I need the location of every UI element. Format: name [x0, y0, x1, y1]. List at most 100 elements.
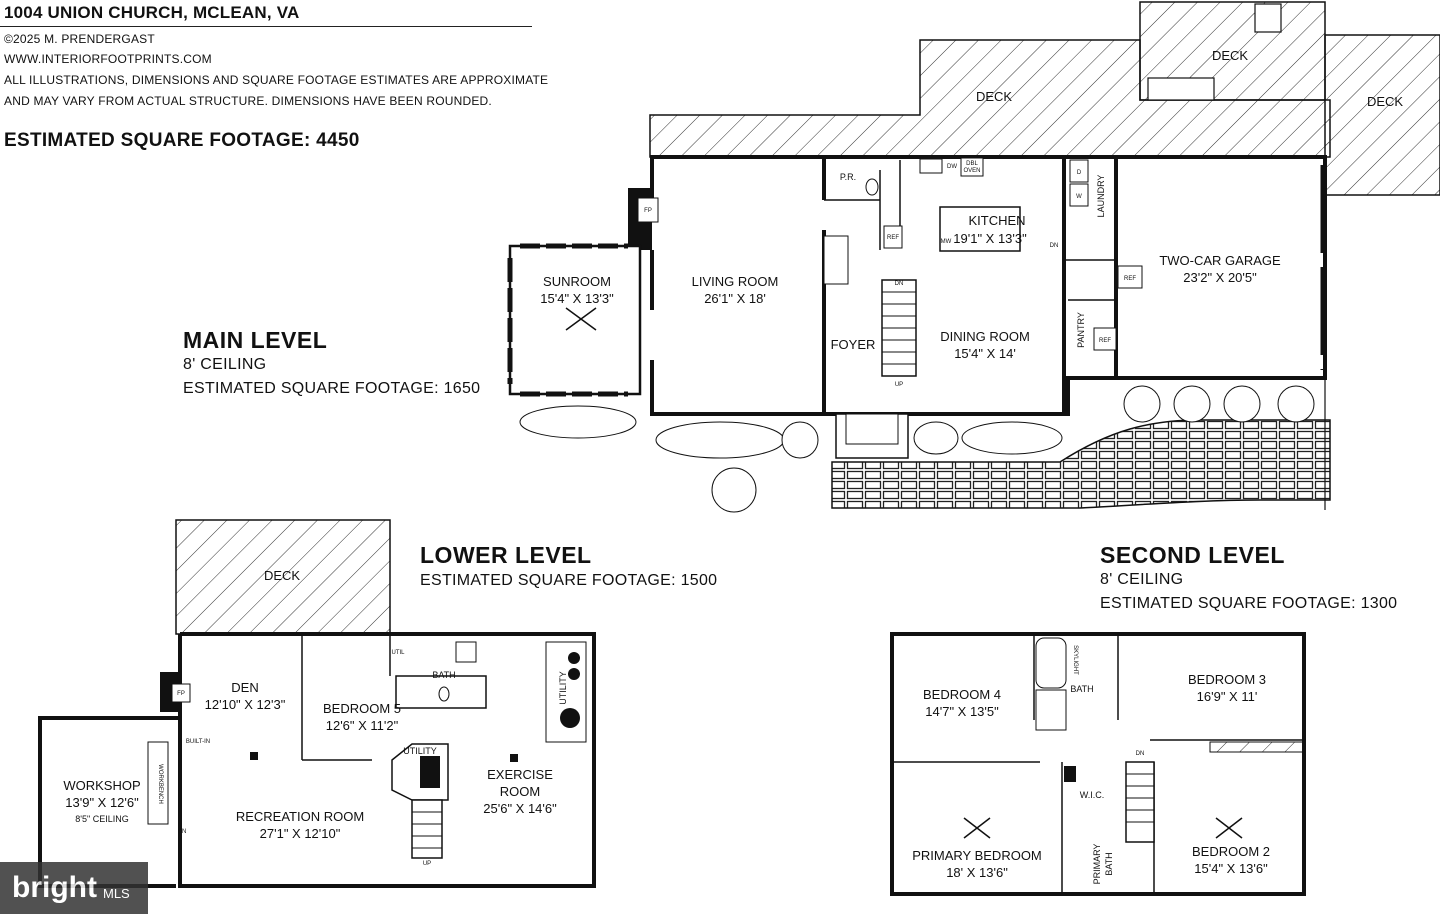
deck-label-3: DECK: [1367, 94, 1403, 109]
util-label: UTIL: [391, 650, 405, 656]
property-address-title: 1004 UNION CHURCH, MCLEAN, VA: [4, 3, 300, 22]
bedroom2-dims: 15'4" X 13'6": [1194, 861, 1268, 876]
kitchen-dims: 19'1" X 13'3": [953, 231, 1027, 246]
recreation-dims: 27'1" X 12'10": [260, 826, 341, 841]
mw-label: MW: [941, 239, 952, 245]
bedroom4-name: BEDROOM 4: [923, 687, 1001, 702]
second-outer-walls: [890, 632, 1306, 896]
ceiling-fan-icon: [565, 307, 597, 331]
deck-stair-upper: [1254, 3, 1282, 33]
landscaping-shrubs: [519, 385, 1315, 513]
bedroom3-name: BEDROOM 3: [1188, 672, 1266, 687]
lower-stairs: [411, 799, 443, 859]
sunroom-name: SUNROOM: [543, 274, 611, 289]
sunroom-walls: [508, 244, 642, 396]
second-level-sqft: ESTIMATED SQUARE FOOTAGE: 1300: [1100, 595, 1398, 612]
lower-level-title: LOWER LEVEL: [420, 542, 592, 568]
second-fan-icons: [963, 817, 1243, 839]
builtin-label: BUILT-IN: [186, 739, 210, 745]
ref-label-kitchen: REF: [887, 235, 899, 241]
ref-label-pantry: REF: [1099, 338, 1111, 344]
lower-level-plan: DECK FP BUILT-IN BATH UTIL UTILITY UP UT…: [38, 519, 596, 888]
washer-label: W: [1076, 194, 1082, 200]
logo-sub-text: MLS: [102, 885, 130, 901]
main-deck-right: [1324, 34, 1440, 196]
wic-label: W.I.C.: [1080, 790, 1105, 800]
second-bath-label: BATH: [1070, 684, 1093, 694]
dryer-label: D: [1077, 170, 1082, 176]
dn-label-kitchen: DN: [1050, 243, 1059, 249]
primary-bath-label-1: PRIMARY: [1092, 844, 1102, 885]
kitchen-island: [939, 206, 1021, 252]
dining-room-dims: 15'4" X 14': [954, 346, 1016, 361]
brick-walkway: [831, 419, 1331, 509]
kitchen-name: KITCHEN: [968, 213, 1025, 228]
second-level-ceiling: 8' CEILING: [1100, 571, 1184, 588]
deck-label-1: DECK: [976, 89, 1012, 104]
garage-name: TWO-CAR GARAGE: [1159, 253, 1281, 268]
second-level-title: SECOND LEVEL: [1100, 542, 1285, 568]
workshop-name: WORKSHOP: [63, 778, 140, 793]
bedroom3-dims: 16'9" X 11': [1197, 689, 1258, 704]
copyright-text: ©2025 M. PRENDERGAST: [4, 32, 155, 46]
workbench-label: WORKBENCH: [157, 764, 163, 804]
deck-steps: [1147, 77, 1215, 101]
dw-label: DW: [947, 164, 957, 170]
utility-center-label: UTILITY: [403, 746, 437, 756]
main-level-title: MAIN LEVEL: [183, 327, 328, 353]
garage-dims: 23'2" X 20'5": [1183, 270, 1257, 285]
logo-main-text: bright: [12, 871, 97, 904]
laundry-label: LAUNDRY: [1096, 175, 1106, 218]
main-stair-up: UP: [895, 382, 903, 388]
bedroom2-name: BEDROOM 2: [1192, 844, 1270, 859]
disclaimer-line-2: AND MAY VARY FROM ACTUAL STRUCTURE. DIME…: [4, 94, 492, 108]
lower-bath-label: BATH: [432, 670, 455, 680]
primary-bath-label-2: BATH: [1104, 852, 1114, 875]
primary-bedroom-dims: 18' X 13'6": [946, 865, 1008, 880]
deck-label-2: DECK: [1212, 48, 1248, 63]
main-level-plan: DECK DECK DECK FP SUNROOM 15'4" X 13'3": [507, 1, 1440, 513]
living-room-dims: 26'1" X 18': [704, 291, 766, 306]
exercise-name-1: EXERCISE: [487, 767, 553, 782]
bedroom5-dims: 12'6" X 11'2": [326, 718, 399, 733]
dbl-oven-label-2: OVEN: [963, 168, 980, 174]
exercise-name-2: ROOM: [500, 784, 540, 799]
primary-bedroom-name: PRIMARY BEDROOM: [912, 848, 1042, 863]
dining-room-name: DINING ROOM: [940, 329, 1030, 344]
total-square-footage: ESTIMATED SQUARE FOOTAGE: 4450: [4, 130, 360, 151]
title-underline: [0, 26, 532, 27]
workshop-ceiling: 8'5" CEILING: [75, 814, 128, 824]
skylight-label: SKYLIGHT: [1072, 645, 1078, 675]
sunroom-dims: 15'4" X 13'3": [540, 291, 614, 306]
fp-label: FP: [644, 208, 652, 214]
dbl-oven-label-1: DBL: [966, 161, 978, 167]
ref-label-garage: REF: [1124, 276, 1136, 282]
pantry-label: PANTRY: [1076, 312, 1086, 348]
main-level-ceiling: 8' CEILING: [183, 356, 267, 373]
disclaimer-line-1: ALL ILLUSTRATIONS, DIMENSIONS AND SQUARE…: [4, 73, 549, 87]
recreation-name: RECREATION ROOM: [236, 809, 364, 824]
main-level-sqft: ESTIMATED SQUARE FOOTAGE: 1650: [183, 380, 481, 397]
exercise-dims: 25'6" X 14'6": [483, 801, 557, 816]
second-level-plan: DN SKYLIGHT BATH W.I.C. PRIMARY BATH BED…: [890, 632, 1306, 896]
den-dims: 12'10" X 12'3": [205, 697, 286, 712]
lower-level-sqft: ESTIMATED SQUARE FOOTAGE: 1500: [420, 572, 718, 589]
foyer-label: FOYER: [831, 337, 876, 352]
bright-mls-logo: bright MLS: [0, 862, 148, 914]
workshop-dims: 13'9" X 12'6": [65, 795, 139, 810]
lower-fp-label: FP: [177, 691, 185, 697]
living-room-name: LIVING ROOM: [692, 274, 779, 289]
bedroom5-name: BEDROOM 5: [323, 701, 401, 716]
second-stairs: [1125, 761, 1155, 843]
bedroom4-dims: 14'7" X 13'5": [925, 704, 999, 719]
website-text: WWW.INTERIORFOOTPRINTS.COM: [4, 52, 212, 66]
lower-deck-label: DECK: [264, 568, 300, 583]
lower-dn-label: DN: [178, 829, 187, 835]
utility-side-label: UTILITY: [558, 671, 568, 705]
den-name: DEN: [231, 680, 258, 695]
second-stair-dn: DN: [1136, 751, 1145, 757]
main-stair-dn: DN: [895, 281, 904, 287]
pr-label: P.R.: [840, 172, 856, 182]
lower-stair-up: UP: [423, 861, 431, 867]
